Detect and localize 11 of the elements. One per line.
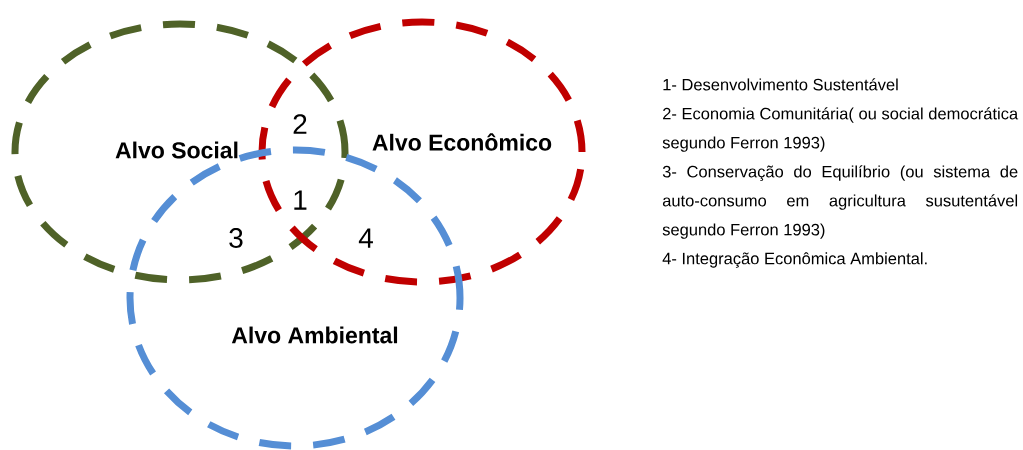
circle-label: Alvo Econômico — [372, 133, 552, 151]
legend-note: 3- Conservação do Equilíbrio (ou sistema de auto-consumo em agricultura susutentável segundo Ferron 1993) — [662, 165, 1018, 239]
circle-label: Alvo Ambiental — [231, 326, 398, 344]
circle-label: Alvo Social — [115, 141, 238, 159]
region-number: 1 — [294, 190, 307, 210]
region-number: 4 — [358, 228, 373, 248]
region-number: 2 — [293, 114, 307, 134]
legend-note: 4- Integração Econômica Ambiental. — [662, 252, 927, 268]
legend-note: 1- Desenvolvimento Sustentável — [663, 78, 898, 91]
region-number: 3 — [229, 228, 243, 248]
legend-note: 2- Economia Comunitária( ou social democrática segundo Ferron 1993) — [662, 107, 1019, 152]
